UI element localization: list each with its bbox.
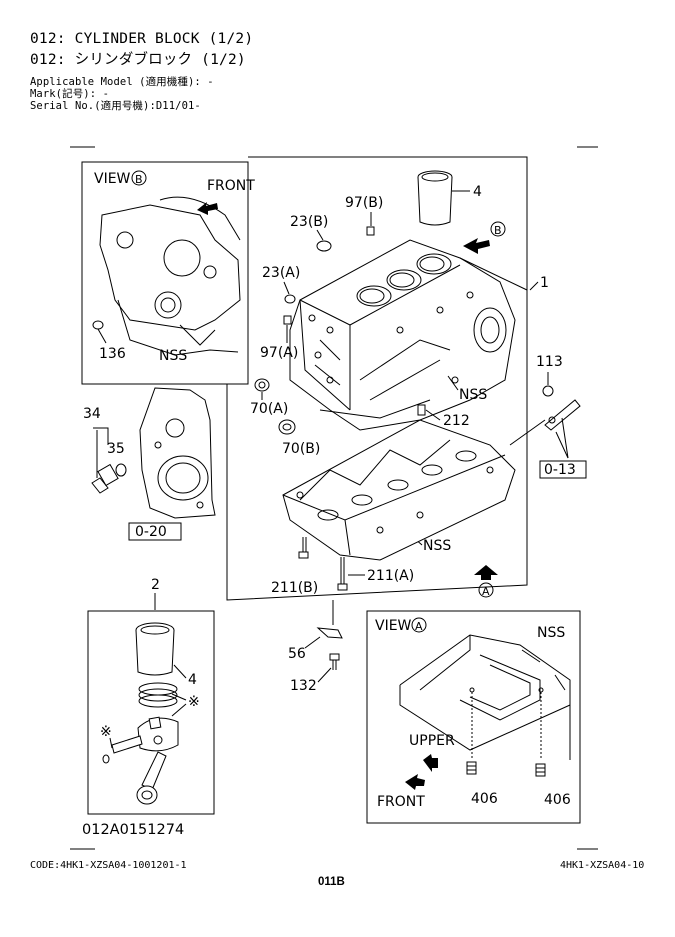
part-132-bolt	[329, 653, 340, 670]
bolt-211a	[337, 557, 348, 591]
page-number: 011B	[318, 876, 345, 888]
label-34: 34	[83, 406, 101, 422]
part-406-right	[535, 763, 546, 777]
view-a-letter: A	[415, 620, 423, 633]
title-japanese: 012: シリンダブロック (1/2)	[30, 52, 246, 68]
label-4: 4	[473, 184, 482, 200]
star-mark-2: ※	[100, 724, 112, 740]
view-b-letter: B	[135, 173, 143, 186]
label-406-left: 406	[471, 791, 498, 807]
part-136-plug	[92, 320, 104, 330]
view-a-upper: UPPER	[409, 733, 455, 749]
view-b-direction-arrow-icon	[463, 238, 490, 254]
part-70b	[278, 419, 296, 435]
view-b-circle	[131, 170, 147, 186]
label-nss-1: NSS	[459, 387, 487, 403]
view-b-title: VIEW	[94, 171, 131, 187]
label-406-right: 406	[544, 792, 571, 808]
illustration-code: 012A0151274	[82, 822, 184, 838]
label-113: 113	[536, 354, 563, 370]
label-nss-2: NSS	[423, 538, 451, 554]
star-mark-1: ※	[188, 694, 200, 710]
oil-jet-pipe	[544, 399, 581, 431]
bolt-211b	[298, 537, 309, 559]
label-23a: 23(A)	[262, 265, 300, 281]
part-406-left	[466, 761, 477, 775]
label-211b: 211(B)	[271, 580, 318, 596]
snap-ring	[102, 754, 110, 764]
part-97b	[366, 226, 375, 236]
view-a-circle	[411, 617, 427, 633]
connecting-rod	[136, 751, 167, 805]
label-35: 35	[107, 441, 125, 457]
title-english: 012: CYLINDER BLOCK (1/2)	[30, 31, 254, 47]
part-23b	[316, 240, 332, 252]
view-a-nss: NSS	[537, 625, 565, 641]
label-2: 2	[151, 577, 160, 593]
part-70a	[254, 378, 270, 392]
view-b-inset: VIEW B FRONT 136 NSS	[81, 161, 255, 385]
piston-pin	[111, 735, 143, 754]
front-arrow-icon	[405, 774, 425, 790]
upper-arrow-icon	[423, 754, 438, 772]
view-a-direction-arrow-icon	[474, 565, 498, 580]
label-23b: 23(B)	[290, 214, 328, 230]
ref-box-0-13	[539, 460, 587, 479]
part-212	[417, 404, 426, 416]
piston-drawing	[137, 716, 179, 752]
lower-crankcase-drawing	[282, 419, 516, 561]
ref-box-0-20	[128, 522, 182, 541]
mark-code: Mark(記号): -	[30, 88, 109, 100]
label-70b: 70(B)	[282, 441, 320, 457]
part-97a	[283, 315, 292, 325]
view-b-nss: NSS	[159, 348, 187, 364]
label-211a: 211(A)	[367, 568, 414, 584]
cylinder-liner-4	[417, 170, 470, 226]
piston-rings	[138, 682, 178, 708]
label-b-circle: B	[494, 224, 502, 237]
part-35-washer	[115, 463, 127, 477]
cylinder-block-drawing	[289, 239, 516, 431]
timing-case-drawing	[99, 204, 241, 331]
kit-box-2	[87, 610, 215, 815]
footer-code-left: CODE:4HK1-XZSA04-1001201-1	[30, 860, 187, 871]
label-4-kit: 4	[188, 672, 197, 688]
view-a-title: VIEW	[375, 618, 412, 634]
label-0-20: 0-20	[135, 524, 167, 540]
label-56: 56	[288, 646, 306, 662]
kit-liner-4	[135, 622, 175, 676]
label-a-circle: A	[482, 585, 490, 598]
part-56-bracket	[316, 627, 343, 639]
view-b-front-arrow-icon	[197, 202, 218, 215]
part-23a	[284, 294, 296, 304]
label-0-13: 0-13	[544, 462, 576, 478]
part-34-plug	[91, 463, 119, 494]
view-b-front-label: FRONT	[207, 178, 255, 194]
label-97b: 97(B)	[345, 195, 383, 211]
label-136: 136	[99, 346, 126, 362]
footer-code-right: 4HK1-XZSA04-10	[560, 860, 645, 871]
side-cover-drawing	[139, 387, 216, 519]
label-70a: 70(A)	[250, 401, 288, 417]
view-a-front: FRONT	[377, 794, 425, 810]
view-a-inset: VIEW A NSS UPPER FRONT	[366, 610, 581, 824]
label-212: 212	[443, 413, 470, 429]
label-97a: 97(A)	[260, 345, 298, 361]
part-113	[542, 385, 554, 397]
label-1: 1	[540, 275, 549, 291]
label-132: 132	[290, 678, 317, 694]
serial-number: Serial No.(適用号機):D11/01-	[30, 100, 201, 112]
applicable-model: Applicable Model (適用機種): -	[30, 76, 214, 88]
